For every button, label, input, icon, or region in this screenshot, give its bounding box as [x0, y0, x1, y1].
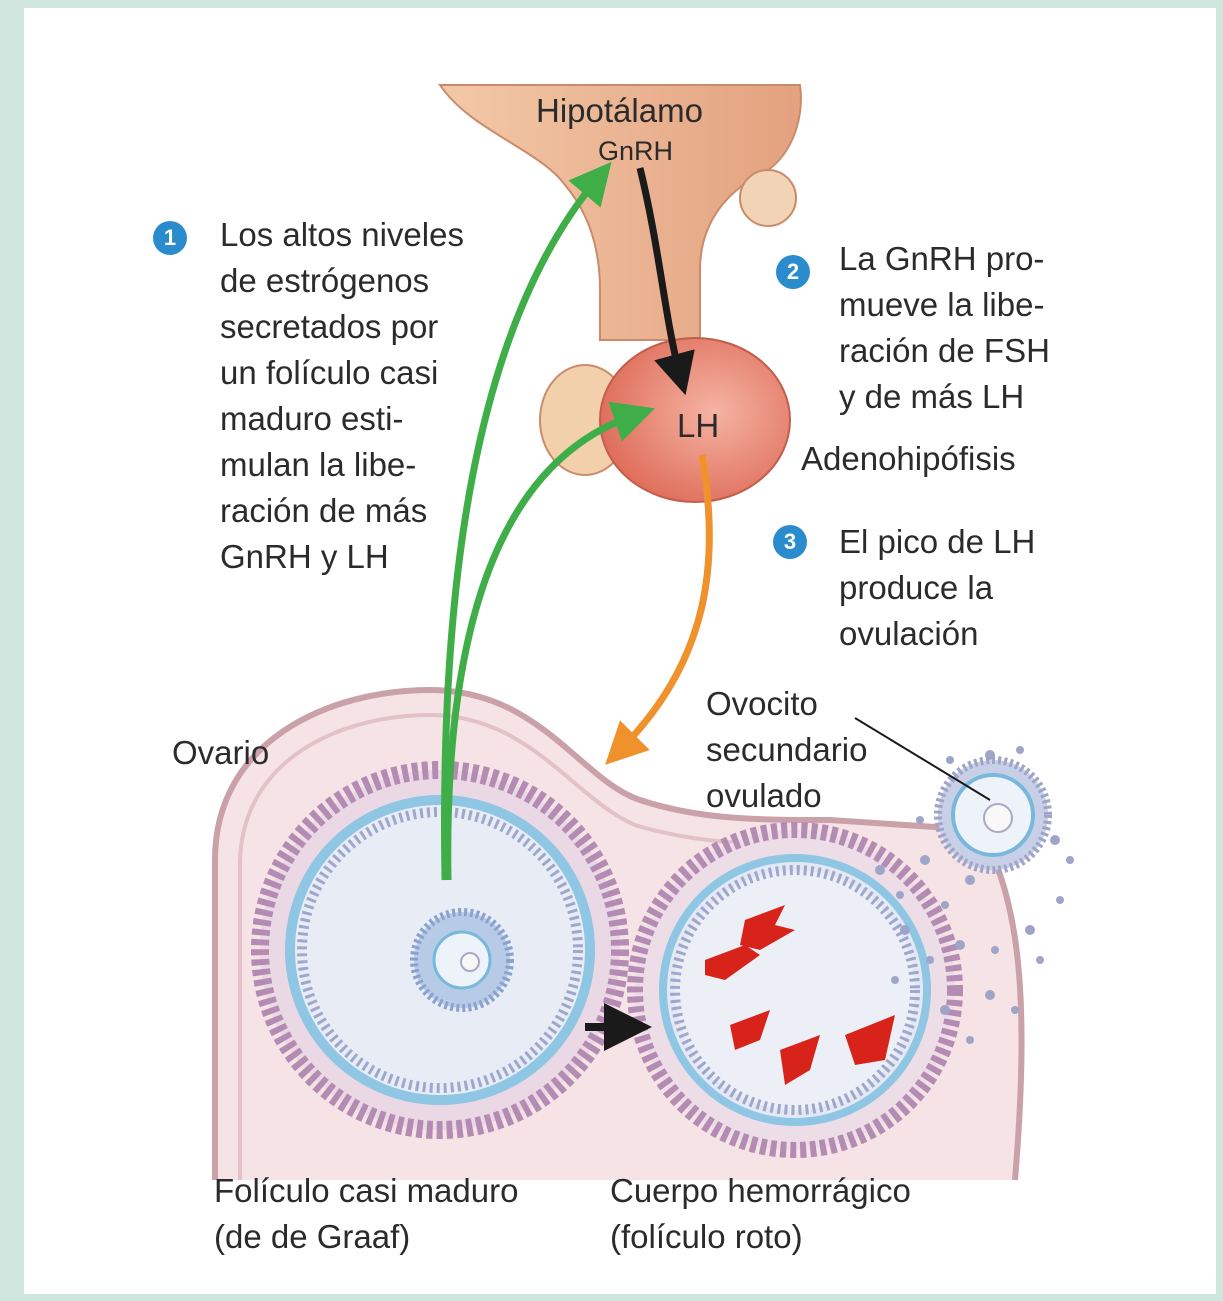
lh-label: LH — [677, 403, 719, 449]
ovary-label: Ovario — [172, 730, 269, 776]
follicle-label: Folículo casi maduro (de de Graaf) — [214, 1168, 518, 1260]
oocyte-label: Ovocito secundario ovulado — [706, 681, 867, 819]
oocyte-leader-line — [855, 718, 990, 800]
gnrh-label: GnRH — [598, 135, 673, 167]
pituitary-gland — [540, 338, 790, 502]
step-2-text: La GnRH pro- mueve la libe- ración de FS… — [839, 236, 1050, 420]
step-1-text: Los altos niveles de estrógenos secretad… — [220, 212, 464, 580]
adenohypophysis-label: Adenohipófisis — [801, 436, 1016, 482]
ovulation-diagram — [24, 8, 1216, 1294]
corpus-label: Cuerpo hemorrágico (folículo roto) — [610, 1168, 911, 1260]
step-2-badge: 2 — [776, 255, 810, 289]
diagram-frame: Hipotálamo GnRH LH Adenohipófisis Ovario… — [24, 8, 1216, 1294]
mature-follicle — [260, 770, 620, 1130]
step-3-badge: 3 — [773, 525, 807, 559]
step-1-badge: 1 — [153, 221, 187, 255]
step-3-text: El pico de LH produce la ovulación — [839, 519, 1035, 657]
ruptured-follicle — [635, 830, 955, 1150]
hypothalamus-label: Hipotálamo — [536, 88, 703, 134]
